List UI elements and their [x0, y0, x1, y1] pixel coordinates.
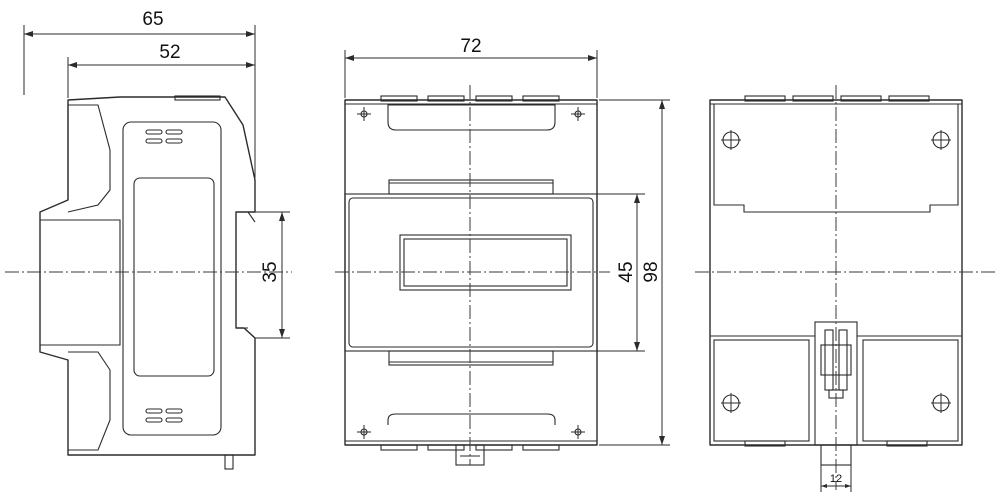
side-view-bottom-tab — [224, 454, 234, 470]
front-view-upper-terminal-strip — [388, 179, 554, 195]
dimension-rail-height: 35 — [255, 211, 290, 339]
front-view: 72 45 98 — [335, 36, 670, 466]
front-view-top-tab — [380, 95, 418, 102]
dimension-window-height-label: 45 — [616, 261, 637, 282]
back-view-bottom-tab — [744, 440, 786, 447]
dimension-width-label: 72 — [460, 36, 481, 57]
side-view-window — [133, 177, 215, 377]
front-view-lower-terminal-strip — [388, 350, 554, 366]
side-view-left-step-upper — [67, 104, 111, 213]
side-view-rail-notch — [236, 211, 256, 329]
back-view-screws-top — [721, 130, 951, 150]
dimension-window-height: 45 — [597, 193, 645, 352]
dimension-body-depth: 52 — [67, 42, 255, 98]
back-view-lower-right-panel — [862, 339, 959, 442]
dimension-clip-width: 12 — [820, 465, 852, 492]
side-view-rail-clip — [40, 219, 121, 346]
back-view-screws-bottom — [721, 393, 951, 413]
back-view-top-tab — [744, 95, 786, 102]
side-view-outline — [39, 96, 256, 456]
back-view-upper-panel — [713, 103, 959, 213]
dimension-clip-width-label: 12 — [830, 473, 842, 485]
front-view-screws-top — [357, 107, 585, 121]
dimension-overall-depth-label: 65 — [142, 9, 163, 30]
dimension-overall-depth: 65 — [23, 9, 256, 178]
side-view-left-step-lower — [68, 351, 111, 451]
side-view-body-panel — [122, 121, 222, 436]
dimension-width: 72 — [344, 36, 598, 98]
front-view-display-window — [399, 234, 572, 291]
side-view-top-tab — [174, 95, 221, 101]
front-view-upper-label-area — [387, 104, 556, 131]
dimension-overall-height-label: 98 — [641, 261, 662, 282]
dimension-body-depth-label: 52 — [159, 42, 180, 63]
side-view-vent-top — [145, 129, 183, 144]
side-view-vent-bottom — [145, 408, 183, 423]
dimension-overall-height: 98 — [599, 99, 670, 446]
side-view: 65 52 35 — [5, 9, 292, 470]
front-view-bottom-tab — [380, 444, 418, 451]
back-view: 12 — [695, 85, 995, 492]
dimension-rail-height-label: 35 — [260, 261, 281, 282]
front-view-lower-label-area — [387, 413, 556, 425]
back-view-lower-left-panel — [713, 339, 810, 442]
front-view-screws-bottom — [357, 425, 585, 439]
